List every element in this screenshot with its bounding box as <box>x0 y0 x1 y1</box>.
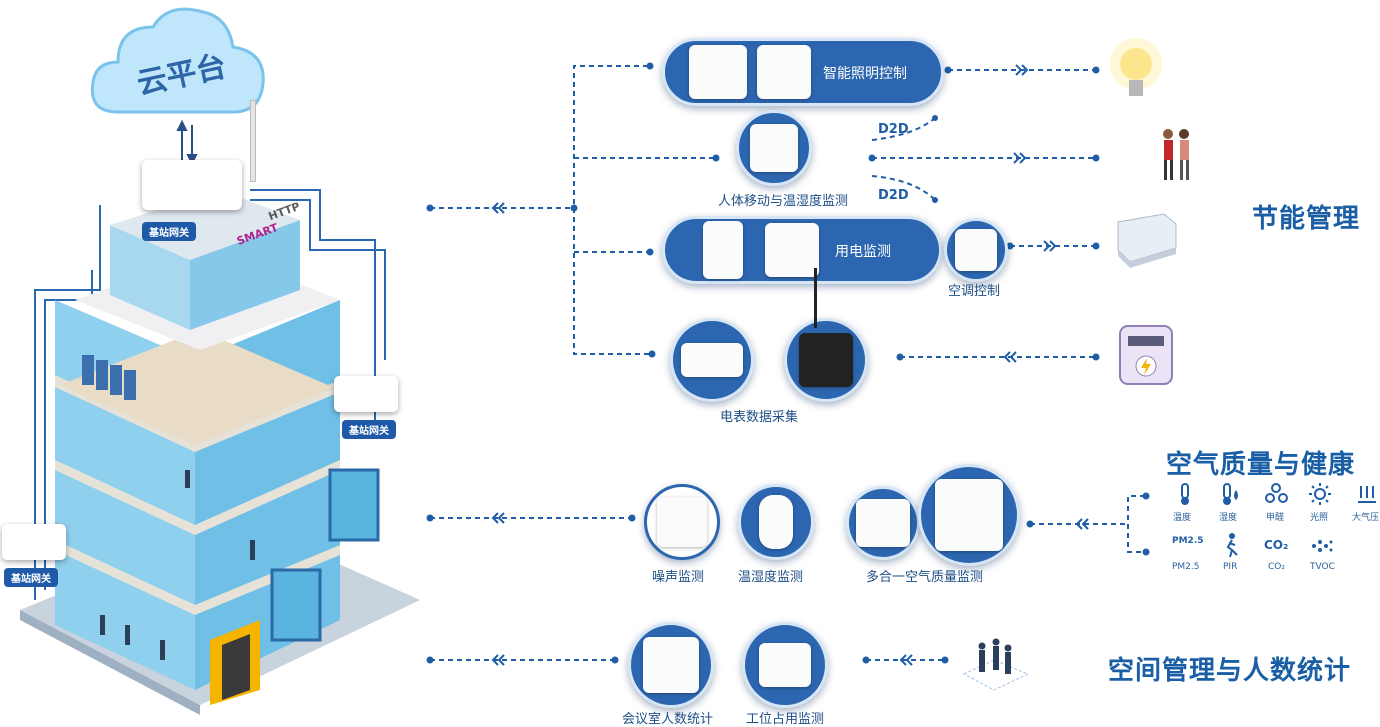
electricity-meter-icon <box>1119 325 1173 385</box>
noise-label: 噪声监测 <box>652 570 705 585</box>
people-group-icon <box>962 638 1030 691</box>
air-title: 空气质量与健康 <box>1166 450 1356 480</box>
switch-panel <box>689 45 747 99</box>
walking-people-icon <box>1163 129 1189 180</box>
lorawan-controller <box>799 333 853 387</box>
motion-label: 人体移动与温湿度监测 <box>718 194 849 209</box>
temp-sensor <box>759 495 793 549</box>
noise-sensor <box>657 497 707 547</box>
meter-gateway <box>681 343 743 377</box>
ac-controller <box>955 229 997 271</box>
formaldehyde-icon <box>1264 482 1288 510</box>
meeting-circle[interactable] <box>628 622 714 708</box>
air-icons-grid: 温度 湿度 甲醛 光照 大气压 PM2.5 PM2.5 PIR CO₂ CO₂ … <box>1160 482 1380 574</box>
air-icon-caption: PIR <box>1223 562 1238 572</box>
gateway-label: 基站网关 <box>4 568 58 587</box>
pm25-icon: PM2.5 <box>1172 536 1204 546</box>
temp-label: 温湿度监测 <box>738 570 804 585</box>
gateway-label: 基站网关 <box>142 222 196 241</box>
pressure-icon <box>1356 484 1378 510</box>
air-icon-caption: 大气压 <box>1352 513 1380 523</box>
air-conditioner-icon <box>1117 213 1177 268</box>
air-sensor-large <box>935 479 1003 551</box>
energy-title: 节能管理 <box>1252 204 1361 234</box>
multi-circle-2[interactable] <box>918 464 1020 566</box>
smart-socket <box>765 223 819 277</box>
motion-sensor-circle[interactable] <box>736 110 812 186</box>
antenna-icon <box>250 100 256 182</box>
power-label: 用电监测 <box>835 244 891 260</box>
meeting-label: 会议室人数统计 <box>622 712 714 727</box>
light-bulb-icon <box>1110 38 1162 96</box>
meter-circle-2[interactable] <box>784 318 868 402</box>
d2d-bottom: D2D <box>878 188 909 203</box>
thermometer-icon <box>1174 482 1196 510</box>
light-icon <box>1308 482 1332 510</box>
air-icon-caption: PM2.5 <box>1172 562 1200 572</box>
multi-label: 多合一空气质量监测 <box>866 570 984 585</box>
noise-circle[interactable] <box>644 484 720 560</box>
air-icon-caption: 湿度 <box>1219 513 1238 523</box>
air-sensor-small <box>856 499 910 547</box>
lighting-pill[interactable]: 智能照明控制 <box>662 38 944 106</box>
air-icon-caption: CO₂ <box>1268 562 1285 572</box>
humidity-icon <box>1220 482 1242 510</box>
tvoc-icon <box>1310 536 1334 560</box>
air-icon-caption: 甲醛 <box>1266 513 1285 523</box>
air-icon-caption: TVOC <box>1310 562 1335 572</box>
temp-circle[interactable] <box>738 484 814 560</box>
power-pill[interactable]: 用电监测 <box>662 216 942 284</box>
space-title: 空间管理与人数统计 <box>1108 656 1352 686</box>
desk-circle[interactable] <box>742 622 828 708</box>
cloud-icon <box>90 7 265 114</box>
desk-sensor <box>759 643 811 687</box>
air-icon-caption: 光照 <box>1310 513 1329 523</box>
co2-icon: CO₂ <box>1264 538 1289 552</box>
antenna-icon <box>814 268 817 328</box>
people-counter <box>643 637 699 693</box>
pir-icon <box>1220 532 1242 562</box>
gateway-label: 基站网关 <box>342 420 396 439</box>
air-icon-caption: 温度 <box>1173 513 1192 523</box>
cloud-platform: 云平台 <box>88 2 268 122</box>
motion-sensor <box>750 124 798 172</box>
desk-label: 工位占用监测 <box>746 712 825 727</box>
building-illustration <box>20 119 420 715</box>
smart-plug <box>703 221 743 279</box>
lighting-label: 智能照明控制 <box>823 66 907 82</box>
ac-circle[interactable] <box>944 218 1008 282</box>
meter-label: 电表数据采集 <box>720 410 799 425</box>
ac-label: 空调控制 <box>948 284 1001 299</box>
meter-circle-1[interactable] <box>670 318 754 402</box>
d2d-top: D2D <box>878 122 909 137</box>
multi-circle-1[interactable] <box>846 486 920 560</box>
touch-switch <box>757 45 811 99</box>
